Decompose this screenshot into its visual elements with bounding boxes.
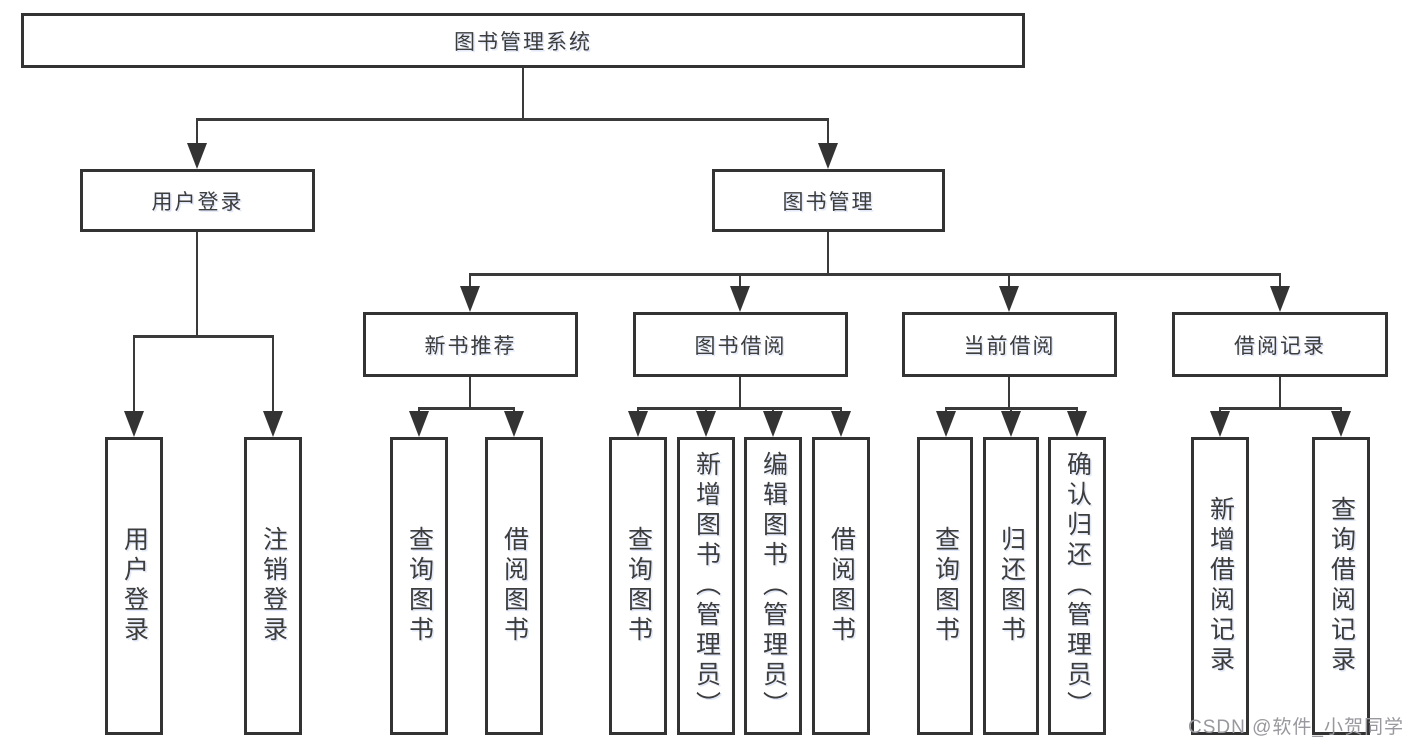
- connector-6-stem-1: [1339, 407, 1343, 413]
- node-label-leaf-add-borrow-record: 新增借阅记录: [1206, 496, 1235, 676]
- connector-0-bus-line: [195, 118, 830, 121]
- node-borrow-records: 借阅记录: [1172, 312, 1388, 377]
- node-leaf-query-book-1: 查询图书: [390, 437, 448, 735]
- connector-2-bus-line: [468, 273, 1282, 276]
- node-root: 图书管理系统: [21, 13, 1025, 68]
- node-label-leaf-logout: 注销登录: [259, 526, 288, 646]
- node-leaf-return-book: 归还图书: [983, 437, 1039, 735]
- connector-3-arrowhead-0: [409, 411, 429, 437]
- node-label-leaf-user-login: 用户登录: [120, 526, 149, 646]
- node-leaf-query-book-3: 查询图书: [917, 437, 973, 735]
- connector-1-arrowhead-0: [124, 411, 144, 437]
- connector-6-arrowhead-0: [1210, 411, 1230, 437]
- connector-0-arrowhead-1: [818, 143, 838, 169]
- connector-3-arrowhead-1: [504, 411, 524, 437]
- connector-1-stem-0: [132, 335, 136, 413]
- connector-0-stem-1: [826, 118, 830, 145]
- node-label-new-book-recommend: 新书推荐: [424, 334, 517, 358]
- csdn-watermark: CSDN @软件_小贺同学: [1188, 717, 1404, 738]
- connector-0-drop-line: [521, 68, 525, 121]
- connector-4-arrowhead-0: [628, 411, 648, 437]
- node-label-current-borrow: 当前借阅: [963, 334, 1056, 358]
- connector-6-arrowhead-1: [1331, 411, 1351, 437]
- connector-1-drop-line: [195, 232, 199, 338]
- connector-4-stem-0: [636, 407, 640, 413]
- node-user-login: 用户登录: [80, 169, 315, 232]
- connector-4-drop-line: [738, 377, 742, 410]
- node-label-leaf-return-book: 归还图书: [997, 526, 1026, 646]
- connector-1-arrowhead-1: [263, 411, 283, 437]
- node-label-leaf-borrow-book-2: 借阅图书: [827, 526, 856, 646]
- connector-2-stem-3: [1278, 273, 1282, 288]
- node-label-leaf-confirm-return: 确认归还（管理员）: [1063, 451, 1092, 721]
- node-label-leaf-edit-book: 编辑图书（管理员）: [759, 451, 788, 721]
- node-leaf-confirm-return: 确认归还（管理员）: [1048, 437, 1106, 735]
- connector-5-stem-2: [1075, 407, 1079, 413]
- node-leaf-logout: 注销登录: [244, 437, 302, 735]
- node-leaf-add-book: 新增图书（管理员）: [677, 437, 735, 735]
- node-label-book-borrow: 图书借阅: [694, 334, 787, 358]
- node-leaf-query-book-2: 查询图书: [609, 437, 667, 735]
- connector-3-stem-0: [417, 407, 421, 413]
- node-book-borrow: 图书借阅: [633, 312, 848, 377]
- node-leaf-add-borrow-record: 新增借阅记录: [1191, 437, 1249, 735]
- connector-2-stem-1: [738, 273, 742, 288]
- connector-2-arrowhead-2: [999, 286, 1019, 312]
- connector-6-drop-line: [1278, 377, 1282, 410]
- connector-4-arrowhead-2: [763, 411, 783, 437]
- node-leaf-borrow-book-1: 借阅图书: [485, 437, 543, 735]
- node-label-leaf-query-book-2: 查询图书: [624, 526, 653, 646]
- node-label-leaf-query-book-3: 查询图书: [931, 526, 960, 646]
- node-label-user-login: 用户登录: [151, 190, 244, 214]
- node-current-borrow: 当前借阅: [902, 312, 1117, 377]
- node-label-leaf-query-borrow-record: 查询借阅记录: [1327, 496, 1356, 676]
- connector-5-stem-1: [1009, 407, 1013, 413]
- node-label-leaf-query-book-1: 查询图书: [405, 526, 434, 646]
- connector-5-arrowhead-2: [1067, 411, 1087, 437]
- connector-6-bus-line: [1218, 407, 1343, 410]
- connector-4-stem-3: [839, 407, 843, 413]
- connector-1-bus-line: [132, 335, 275, 338]
- connector-2-arrowhead-1: [730, 286, 750, 312]
- connector-5-arrowhead-0: [936, 411, 956, 437]
- node-leaf-query-borrow-record: 查询借阅记录: [1312, 437, 1370, 735]
- connector-2-stem-2: [1007, 273, 1011, 288]
- node-label-leaf-borrow-book-1: 借阅图书: [500, 526, 529, 646]
- connector-2-arrowhead-0: [460, 286, 480, 312]
- node-leaf-borrow-book-2: 借阅图书: [812, 437, 870, 735]
- connector-2-arrowhead-3: [1270, 286, 1290, 312]
- connector-3-bus-line: [417, 407, 516, 410]
- connector-4-arrowhead-1: [696, 411, 716, 437]
- node-label-borrow-records: 借阅记录: [1234, 334, 1326, 358]
- node-label-leaf-add-book: 新增图书（管理员）: [692, 451, 721, 721]
- connector-2-drop-line: [826, 232, 830, 276]
- connector-5-arrowhead-1: [1001, 411, 1021, 437]
- node-leaf-edit-book: 编辑图书（管理员）: [744, 437, 802, 735]
- node-leaf-user-login: 用户登录: [105, 437, 163, 735]
- connector-4-bus-line: [636, 407, 843, 410]
- connector-5-drop-line: [1007, 377, 1011, 410]
- connector-0-stem-0: [195, 118, 199, 145]
- node-book-management: 图书管理: [712, 169, 945, 232]
- connector-4-stem-2: [771, 407, 775, 413]
- connector-5-stem-0: [944, 407, 948, 413]
- node-new-book-recommend: 新书推荐: [363, 312, 578, 377]
- connector-4-stem-1: [704, 407, 708, 413]
- connector-1-stem-1: [271, 335, 275, 413]
- connector-6-stem-0: [1218, 407, 1222, 413]
- node-label-root: 图书管理系统: [454, 30, 592, 54]
- node-label-book-management: 图书管理: [782, 190, 875, 214]
- connector-0-arrowhead-0: [187, 143, 207, 169]
- connector-4-arrowhead-3: [831, 411, 851, 437]
- connector-3-stem-1: [512, 407, 516, 413]
- connector-2-stem-0: [468, 273, 472, 288]
- connector-3-drop-line: [468, 377, 472, 410]
